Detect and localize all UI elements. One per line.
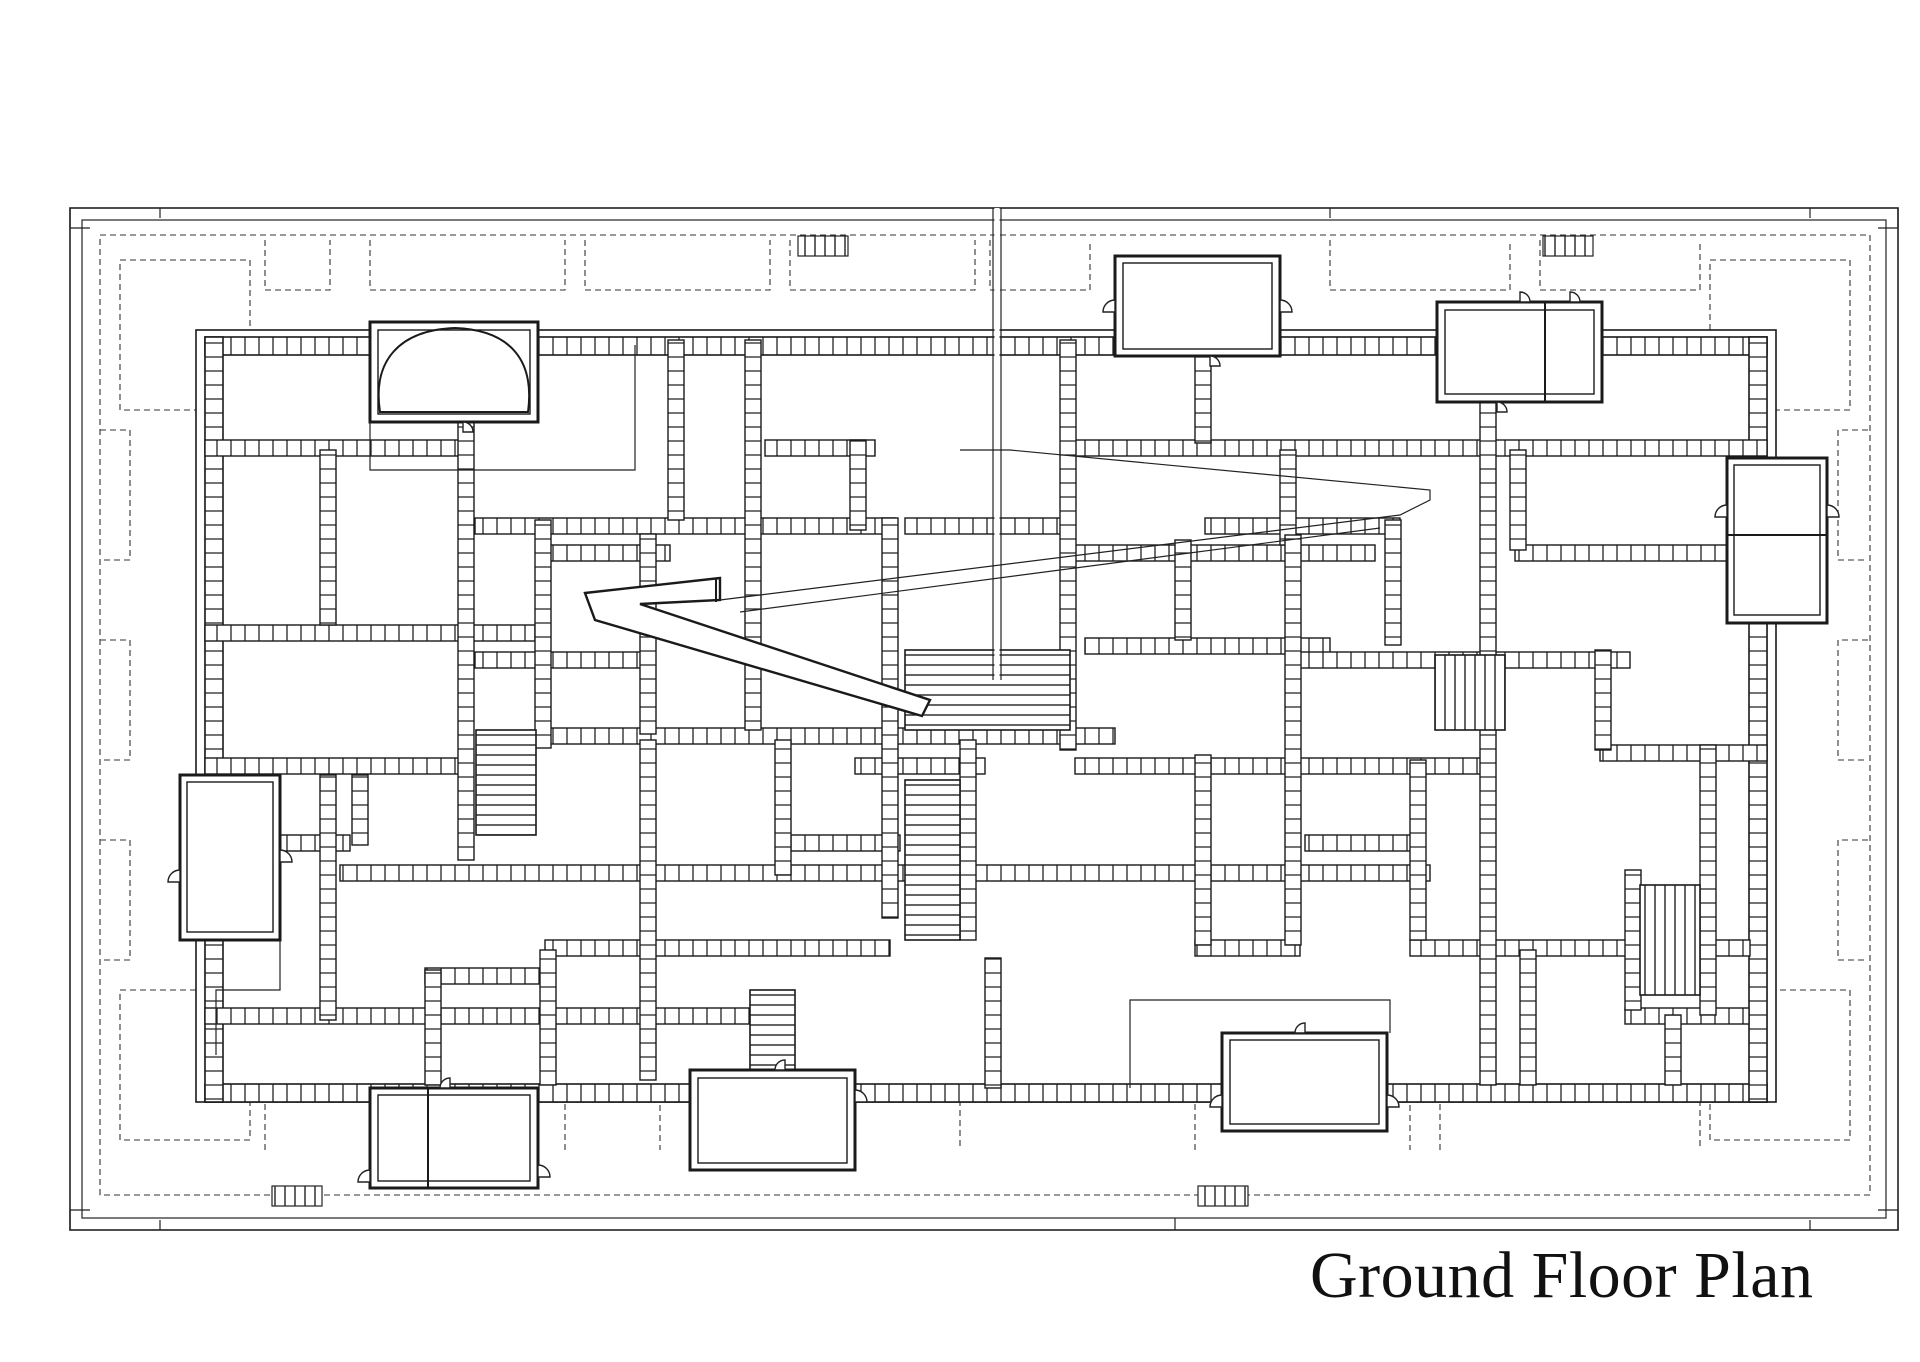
door-swing-icon bbox=[1279, 299, 1293, 313]
section-line bbox=[992, 208, 1002, 680]
door-swing-icon bbox=[854, 1089, 868, 1103]
door-swing-icon bbox=[1209, 355, 1221, 367]
roof-outline-dashed bbox=[99, 234, 1871, 1196]
door-swing-icon bbox=[1386, 1094, 1400, 1108]
door-swing-icon bbox=[1102, 299, 1116, 313]
door-swing-icon bbox=[1714, 504, 1728, 518]
stair-hatch-icon bbox=[1434, 654, 1506, 731]
pavilion-boxes bbox=[178, 254, 1829, 1190]
door-swing-icon bbox=[462, 421, 474, 433]
door-swing-icon bbox=[1569, 291, 1581, 303]
doors bbox=[167, 291, 1840, 1183]
door-swing-icon bbox=[1826, 504, 1840, 518]
stair-hatch-icon bbox=[749, 989, 796, 1071]
site-boundary bbox=[69, 207, 1899, 1231]
door-swing-icon bbox=[1496, 401, 1508, 413]
door-swing-icon bbox=[1209, 1094, 1223, 1108]
door-swing-icon bbox=[167, 869, 181, 883]
door-swing-icon bbox=[439, 1077, 451, 1089]
plan-title: Ground Floor Plan bbox=[1310, 1239, 1814, 1312]
stair-hatch-icon bbox=[475, 729, 537, 836]
door-swing-icon bbox=[357, 1169, 371, 1183]
stairs bbox=[475, 649, 1701, 1071]
stair-hatch-icon bbox=[904, 779, 961, 941]
stair-hatch-icon bbox=[904, 649, 1071, 731]
door-swing-icon bbox=[1294, 1022, 1306, 1034]
door-swing-icon bbox=[1519, 291, 1531, 303]
ramp bbox=[583, 449, 1431, 718]
stair-hatch-icon bbox=[1639, 884, 1701, 996]
site-ticks bbox=[69, 208, 1899, 1230]
door-swing-icon bbox=[279, 849, 293, 863]
door-swing-icon bbox=[537, 1164, 551, 1178]
entry-mats bbox=[271, 235, 1594, 1207]
door-swing-icon bbox=[774, 1059, 786, 1071]
